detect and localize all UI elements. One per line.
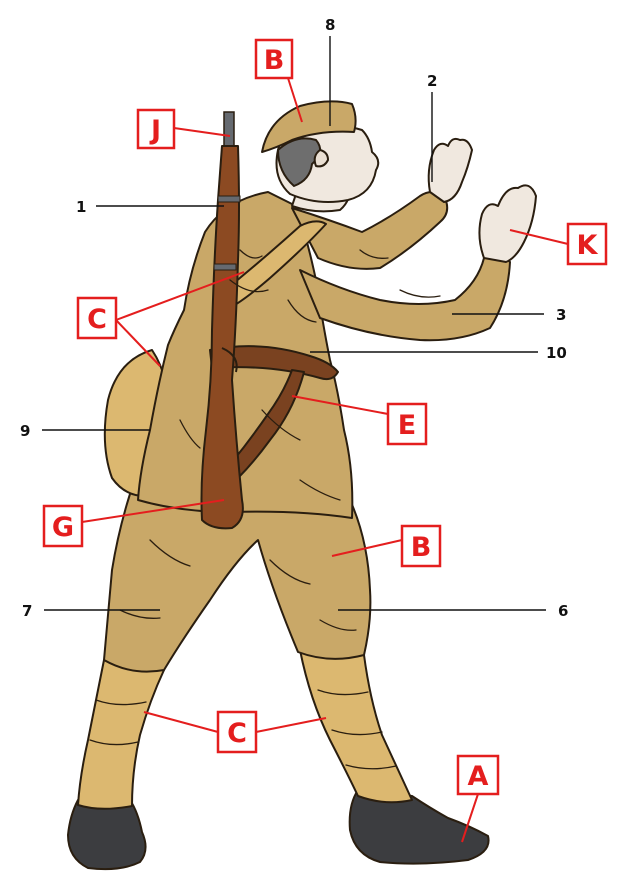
leader-c-wrap-left [144,712,218,732]
rifle-muzzle [224,112,234,146]
rifle-band-1 [218,196,240,202]
right-hand [429,139,472,202]
label-1: 1 [76,198,86,216]
label-8: 8 [325,16,335,34]
soldier-figure [68,101,536,869]
label-6: 6 [558,602,568,620]
left-leg-wraps [78,660,164,809]
tag-c-bag-text: C [87,304,107,335]
label-7: 7 [22,602,32,620]
label-3: 3 [556,306,566,324]
left-boot [68,800,146,869]
left-hand [479,185,536,262]
tag-c-wraps-text: C [227,718,247,749]
tag-g-text: G [52,512,74,543]
tag-b-cap-text: B [264,45,285,76]
label-9: 9 [20,422,30,440]
right-leg-wraps [300,650,412,802]
tag-b-trousers-text: B [411,532,432,563]
tag-e-text: E [398,410,416,441]
ear [315,150,328,166]
label-2: 2 [427,72,437,90]
label-10: 10 [546,344,567,362]
tag-j-text: J [149,115,161,146]
leader-c-wrap-right [256,718,326,732]
rifle-band-2 [214,264,236,270]
tag-a-text: A [468,761,489,792]
tag-k-text: K [577,230,599,261]
left-arm [300,255,510,340]
leader-j [174,128,230,136]
